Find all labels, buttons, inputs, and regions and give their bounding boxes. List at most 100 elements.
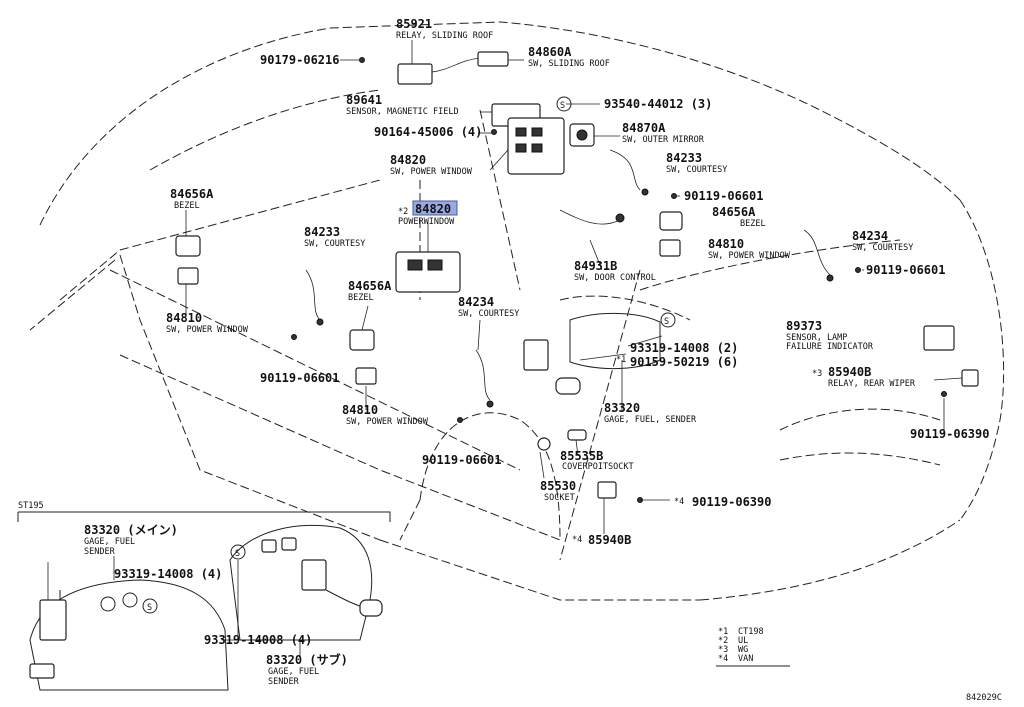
part-power-window-switch-left[interactable] [177,267,199,285]
part-rear-wiper-relay[interactable] [961,369,979,387]
part-fuel-tank-outline [569,313,661,369]
callout-90164-45006[interactable]: 90164-45006 (4) [374,125,482,139]
part-relay-sliding-roof[interactable] [397,57,481,85]
svg-text:84931B: 84931B [574,259,617,273]
part-door-control-switch[interactable] [559,209,625,225]
callout-84656a-right[interactable]: 84656A BEZEL [712,205,766,229]
vehicle-body-outline [29,21,1005,601]
callout-90119-06390-van[interactable]: *4 90119-06390 [674,495,771,509]
svg-text:S: S [664,317,669,327]
callout-85921[interactable]: 85921 RELAY, SLIDING ROOF [396,17,493,41]
callout-93319-14008-2[interactable]: 93319-14008 (2) [630,341,738,355]
part-power-window-switch-center[interactable] [355,367,377,385]
svg-text:83320 (メイン): 83320 (メイン) [84,523,178,537]
svg-text:84870A: 84870A [622,121,666,135]
callout-84810-right[interactable]: 84810 SW, POWER WINDOW [708,237,791,261]
svg-text:SENDER: SENDER [268,677,300,687]
svg-text:85921: 85921 [396,17,432,31]
part-power-window-switch-right[interactable] [659,239,681,257]
callout-84820-ul[interactable]: *2 84820 POWERWINDOW [398,200,458,227]
svg-text:90119-06390: 90119-06390 [692,495,771,509]
part-socket-cover[interactable] [567,429,587,441]
part-courtesy-switch-right[interactable] [803,229,834,282]
part-power-window-master-switch[interactable] [507,117,565,175]
callout-83320-main[interactable]: 83320 (メイン) GAGE, FUEL SENDER [84,523,178,557]
svg-text:84233: 84233 [666,151,702,165]
svg-text:VAN: VAN [738,654,753,664]
callout-84234-center[interactable]: 84234 SW, COURTESY [458,295,519,319]
fuel-sender-sub[interactable] [301,559,327,591]
callout-84234-right[interactable]: 84234 SW, COURTESY [852,229,913,253]
callout-90119-06601-b[interactable]: 90119-06601 [866,263,945,277]
svg-text:*3: *3 [718,645,728,655]
svg-text:84234: 84234 [458,295,494,309]
leader-lines [185,40,963,534]
svg-text:*4: *4 [572,535,582,545]
callout-85535b[interactable]: 85535B COVERPOITSOCKT [560,449,634,472]
svg-text:SW, COURTESY: SW, COURTESY [304,239,365,249]
callout-90159-50219[interactable]: *1 90159-50219 (6) [616,355,738,369]
svg-text:84820: 84820 [415,202,451,216]
svg-text:85940B: 85940B [588,533,631,547]
callout-83320[interactable]: 83320 GAGE, FUEL, SENDER [604,401,697,425]
part-courtesy-switch-center[interactable] [475,349,494,408]
part-rear-wiper-relay-van[interactable] [597,481,617,499]
callout-84860a[interactable]: 84860A SW, SLIDING ROOF [528,45,610,69]
callout-84656a-left[interactable]: 84656A BEZEL [170,187,214,211]
svg-text:SOCKET: SOCKET [544,493,575,503]
callout-84810-center[interactable]: 84810 SW, POWER WINDOW [342,403,429,427]
part-power-window-switch-ul[interactable] [395,251,461,293]
callout-90119-06601-c[interactable]: 90119-06601 [260,371,339,385]
part-courtesy-switch-rear[interactable] [609,149,649,196]
part-bezel-left[interactable] [175,235,201,257]
callout-84233-left[interactable]: 84233 SW, COURTESY [304,225,365,249]
svg-text:POWERWINDOW: POWERWINDOW [398,217,455,227]
part-outer-mirror-switch[interactable] [569,123,595,147]
svg-text:*3: *3 [812,369,822,379]
callout-84233-right[interactable]: 84233 SW, COURTESY [666,151,727,175]
callout-85530[interactable]: 85530 SOCKET [540,479,576,503]
svg-text:SENDER: SENDER [84,547,116,557]
callout-89641[interactable]: 89641 SENSOR, MAGNETIC FIELD [346,93,459,117]
callout-84810-left[interactable]: 84810 SW, POWER WINDOW [166,311,249,335]
callout-90119-06601-a[interactable]: 90119-06601 [684,189,763,203]
part-lamp-failure-sensor[interactable] [923,325,955,351]
svg-text:GAGE, FUEL: GAGE, FUEL [84,537,135,547]
callout-90119-06390[interactable]: 90119-06390 [910,427,989,441]
callout-93319-14008-inset-a[interactable]: 93319-14008 (4) [114,567,222,581]
svg-text:90119-06390: 90119-06390 [910,427,989,441]
svg-text:84233: 84233 [304,225,340,239]
svg-text:FAILURE INDICATOR: FAILURE INDICATOR [786,342,874,352]
svg-text:S: S [147,603,152,613]
callout-90119-06601-d[interactable]: 90119-06601 [422,453,501,467]
part-socket[interactable] [537,437,551,451]
callout-85940b-bottom[interactable]: *4 85940B [572,533,631,547]
fuel-sender-main[interactable] [39,599,67,641]
callout-84870a[interactable]: 84870A SW, OUTER MIRROR [622,121,705,145]
callout-84656a-center[interactable]: 84656A BEZEL [348,279,392,303]
part-fuel-sender[interactable] [523,339,581,395]
callout-85940b-rear[interactable]: *3 85940B RELAY, REAR WIPER [812,365,916,389]
fuel-tank-sub [229,524,373,641]
svg-text:84810: 84810 [166,311,202,325]
callout-83320-sub[interactable]: 83320 (サブ) GAGE, FUEL SENDER [266,652,348,687]
figure-id: 842029C [966,693,1002,703]
part-courtesy-switch-left[interactable] [305,269,324,326]
callout-93540-44012[interactable]: 93540-44012 (3) [604,97,712,111]
svg-text:S: S [560,101,565,111]
callout-93319-14008-inset-b[interactable]: 93319-14008 (4) [204,633,312,647]
svg-text:SENSOR, LAMP: SENSOR, LAMP [786,333,847,343]
svg-text:90119-06601: 90119-06601 [422,453,501,467]
callout-84820[interactable]: 84820 SW, POWER WINDOW [390,153,473,177]
callout-84931b[interactable]: 84931B SW, DOOR CONTROL [574,259,656,283]
callout-89373[interactable]: 89373 SENSOR, LAMP FAILURE INDICATOR [786,319,874,352]
svg-text:84860A: 84860A [528,45,572,59]
part-bezel-center[interactable] [349,329,375,351]
part-bezel-right[interactable] [659,211,683,231]
callout-90179-06216[interactable]: 90179-06216 [260,53,339,67]
inset-st195: ST195 S S 83320 (メイン) GAGE, FUEL SENDER [17,501,391,691]
svg-text:*2: *2 [398,207,408,217]
svg-text:COVERPOITSOCKT: COVERPOITSOCKT [562,462,634,472]
svg-text:SW, DOOR CONTROL: SW, DOOR CONTROL [574,273,656,283]
part-sliding-roof-switch[interactable] [477,51,509,67]
